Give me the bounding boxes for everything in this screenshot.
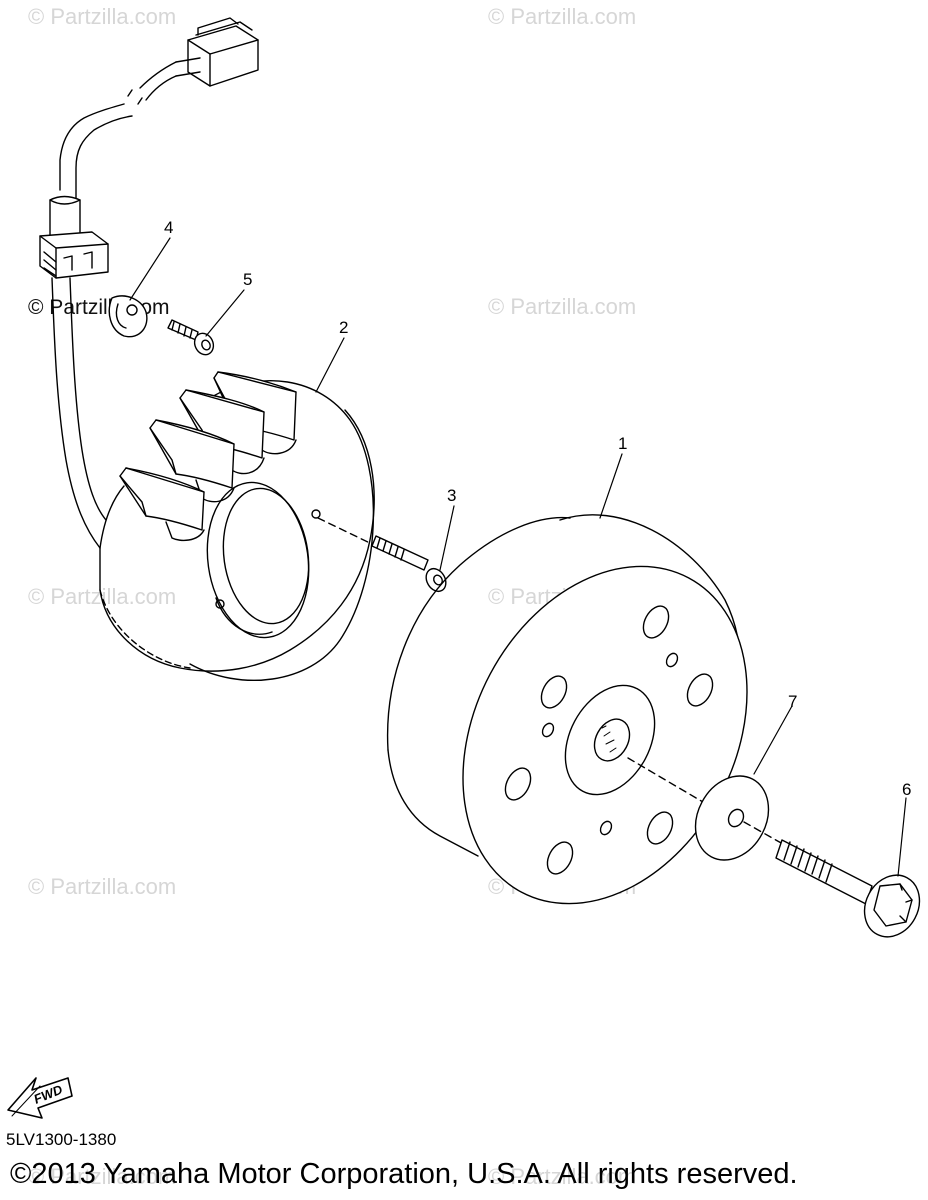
forward-arrow-icon: FWD — [7, 1077, 73, 1119]
stator-coil-poles — [119, 371, 297, 542]
part-1-rotor — [386, 514, 748, 905]
part-5-screw — [167, 319, 215, 356]
watermark: © Partzilla.com — [28, 874, 177, 899]
leader-lines — [129, 237, 907, 877]
callout-1: 1 — [618, 434, 628, 453]
callout-4: 4 — [164, 218, 174, 237]
callout-3: 3 — [447, 486, 457, 505]
watermark: © Partzilla.com — [28, 584, 177, 609]
watermark: © Partzilla.com — [488, 4, 637, 29]
callout-6: 6 — [902, 780, 912, 799]
callout-5: 5 — [243, 270, 253, 289]
watermark: © Partzilla.com — [488, 1164, 637, 1189]
callout-7: 7 — [788, 692, 798, 711]
copyright-notice: ©2013 Yamaha Motor Corporation, U.S.A. A… — [10, 1158, 798, 1190]
part-3-bolt — [317, 517, 447, 593]
part-6-flange-bolt — [743, 821, 921, 938]
connector-plug — [175, 17, 259, 87]
watermark: © Partzilla.com — [28, 1164, 177, 1189]
part-4-clamp — [108, 295, 148, 338]
diagram-code: 5LV1300-1380 — [6, 1130, 117, 1149]
wire-harness — [39, 17, 259, 549]
part-2-stator — [99, 371, 375, 681]
watermark: © Partzilla.com — [488, 294, 637, 319]
watermark: © Partzilla.com — [28, 4, 177, 29]
part-7-washer — [627, 757, 770, 861]
callout-2: 2 — [339, 318, 349, 337]
